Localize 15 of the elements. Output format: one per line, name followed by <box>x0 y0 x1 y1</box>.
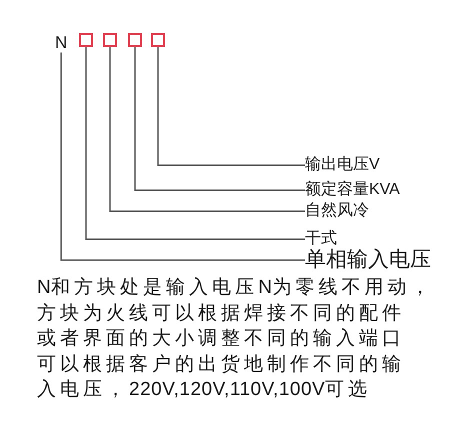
terminal-label: N <box>55 33 68 53</box>
callout-label: 单相输入电压 <box>305 248 431 272</box>
terminal-square <box>103 33 117 47</box>
callout-label: 干式 <box>305 230 337 248</box>
callout-label: 自然风冷 <box>305 202 369 220</box>
leader-line <box>60 52 305 261</box>
callout-label: 额定容量KVA <box>305 181 400 200</box>
callout-label: 输出电压V <box>305 156 380 174</box>
leader-line <box>134 47 305 191</box>
leader-line <box>157 47 305 166</box>
leader-line <box>109 47 305 212</box>
leader-line <box>85 47 305 240</box>
terminal-square <box>128 33 142 47</box>
terminal-square <box>151 33 165 47</box>
terminal-square <box>79 33 93 47</box>
